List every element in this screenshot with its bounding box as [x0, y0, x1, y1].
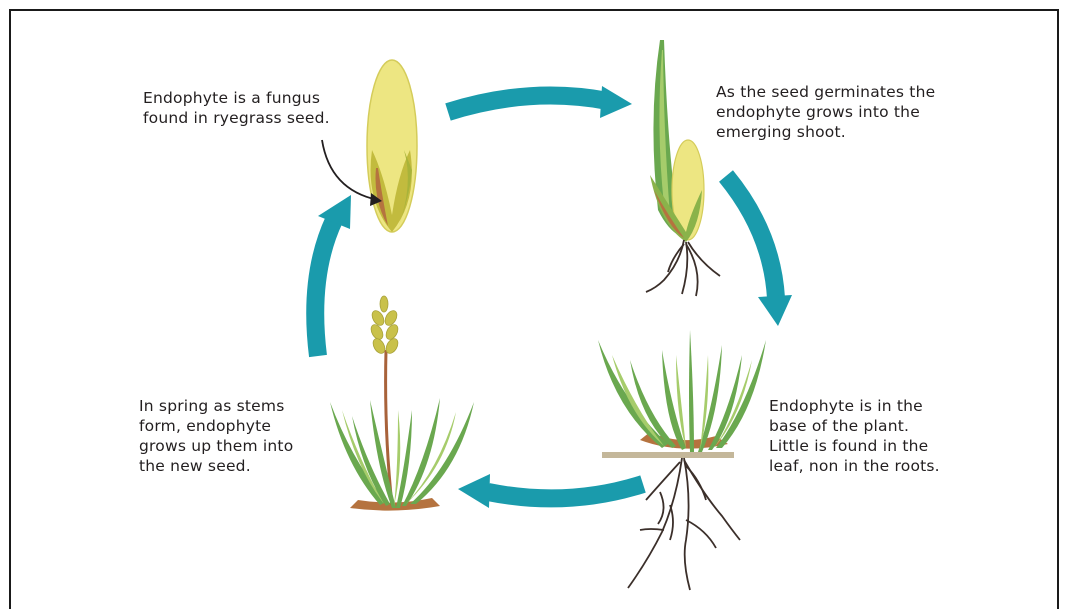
caption-germination-line-1: As the seed germinates the: [716, 82, 935, 102]
caption-base-line-1: Endophyte is in the: [769, 396, 940, 416]
cycle-arrow-right: [726, 176, 792, 326]
caption-germination: As the seed germinates the endophyte gro…: [716, 82, 935, 142]
germinating-seed: [646, 40, 720, 296]
caption-germination-line-3: emerging shoot.: [716, 122, 935, 142]
caption-base-line-2: base of the plant.: [769, 416, 940, 436]
caption-seed: Endophyte is a fungus found in ryegrass …: [143, 88, 330, 128]
cycle-arrow-left: [315, 195, 351, 356]
established-plant: [598, 330, 766, 590]
caption-spring-line-3: grows up them into: [139, 436, 293, 456]
seed-head: [369, 296, 401, 355]
caption-base: Endophyte is in the base of the plant. L…: [769, 396, 940, 476]
caption-spring-line-2: form, endophyte: [139, 416, 293, 436]
ground-line: [602, 452, 734, 458]
cycle-arrow-bottom: [458, 474, 643, 508]
caption-spring: In spring as stems form, endophyte grows…: [139, 396, 293, 476]
cycle-arrow-top: [448, 86, 632, 118]
plant-roots: [628, 458, 740, 590]
caption-base-line-3: Little is found in the: [769, 436, 940, 456]
caption-base-line-4: leaf, non in the roots.: [769, 456, 940, 476]
caption-spring-line-4: the new seed.: [139, 456, 293, 476]
caption-seed-line-1: Endophyte is a fungus: [143, 88, 330, 108]
caption-seed-line-2: found in ryegrass seed.: [143, 108, 330, 128]
caption-germination-line-2: endophyte grows into the: [716, 102, 935, 122]
caption-spring-line-1: In spring as stems: [139, 396, 293, 416]
ryegrass-seed: [367, 60, 417, 232]
seedling-roots: [646, 240, 720, 296]
flowering-plant: [330, 296, 474, 511]
